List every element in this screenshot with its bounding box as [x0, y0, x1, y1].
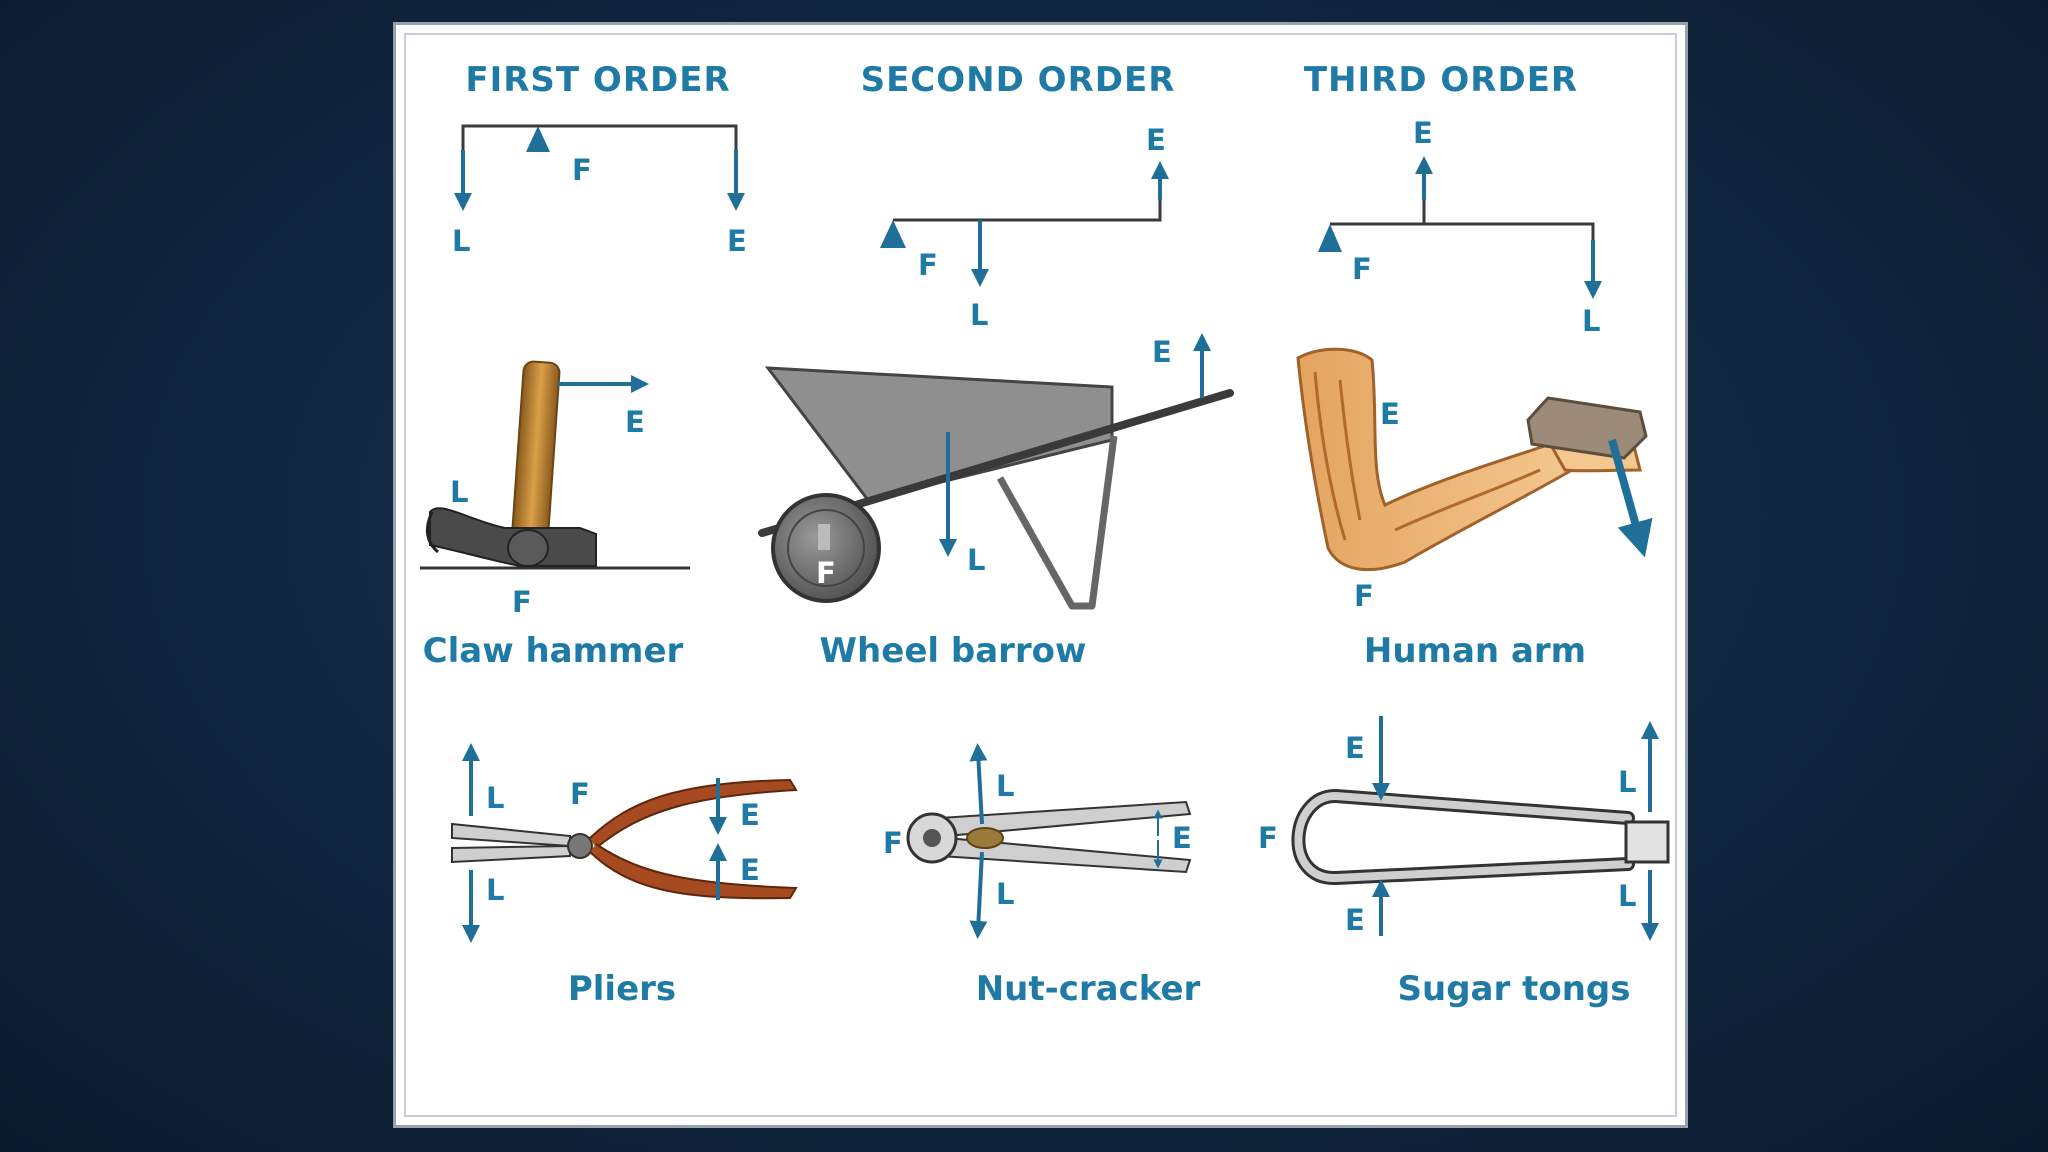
hammer-claw — [426, 511, 440, 554]
tongs-load-upper-label: L — [1618, 765, 1636, 799]
first-order-beam — [461, 124, 738, 190]
nut — [966, 827, 1004, 849]
sugar-cube — [1624, 820, 1670, 864]
tongs-load-lower-label: L — [1618, 879, 1636, 913]
human-arm-effort-label: E — [1380, 397, 1400, 431]
load-arrow-icon — [1608, 438, 1653, 558]
barrow-wheel-rim — [787, 509, 865, 587]
caption-sugar-tongs: Sugar tongs — [1398, 969, 1631, 1009]
second-order-effort-label: E — [1146, 123, 1166, 157]
nutcracker-load-lower-label: L — [996, 877, 1014, 911]
load-arrow-down-icon — [969, 851, 988, 939]
human-arm-illustration: E F Human arm — [1296, 347, 1653, 671]
diagram-panel — [393, 22, 1688, 1128]
second-order-load-label: L — [970, 298, 988, 332]
caption-claw-hammer: Claw hammer — [423, 631, 684, 671]
caption-nut-cracker: Nut-cracker — [976, 969, 1201, 1009]
first-order-schematic: F L E — [452, 124, 747, 258]
hammer-handle — [511, 360, 561, 542]
header-third-order: THIRD ORDER — [1304, 60, 1578, 100]
second-order-fulcrum-label: F — [918, 248, 938, 282]
wheelbarrow-effort-label: E — [1152, 335, 1172, 369]
nut-cracker-illustration: L L F E Nut-cracker — [883, 743, 1201, 1009]
third-order-effort-label: E — [1413, 116, 1433, 150]
pliers-lower-jaw — [451, 844, 571, 864]
nutcracker-effort-label: E — [1172, 821, 1192, 855]
panel-border — [404, 33, 1677, 1117]
caption-human-arm: Human arm — [1364, 631, 1586, 671]
third-order-fulcrum-label: F — [1352, 252, 1372, 286]
arm-muscle-line — [1394, 468, 1541, 532]
claw-hammer-load-label: L — [450, 475, 468, 509]
fulcrum-triangle-icon — [880, 220, 906, 248]
tongs-fulcrum-label: F — [1258, 821, 1278, 855]
pliers-pivot — [567, 833, 593, 859]
third-order-load-label: L — [1582, 304, 1600, 338]
pliers-effort-lower-label: E — [740, 853, 760, 887]
caption-wheel-barrow: Wheel barrow — [820, 631, 1087, 671]
tongs-effort-upper-label: E — [1345, 731, 1365, 765]
claw-hammer-illustration: E L F Claw hammer — [420, 360, 690, 671]
claw-hammer-effort-label: E — [625, 405, 645, 439]
caption-pliers: Pliers — [568, 969, 676, 1009]
pliers-upper-handle — [589, 778, 798, 849]
nutcracker-fulcrum-label: F — [883, 826, 903, 860]
human-arm-fulcrum-label: F — [1354, 579, 1374, 613]
load-arrow-up-icon — [969, 743, 988, 825]
hammer-fulcrum-point — [507, 529, 549, 567]
barrow-axle — [818, 524, 830, 550]
tongs-inner — [1294, 791, 1632, 883]
wheelbarrow-load-label: L — [967, 543, 985, 577]
header-second-order: SECOND ORDER — [861, 60, 1176, 100]
second-order-beam — [893, 180, 1162, 222]
nutcracker-hinge-pin — [923, 829, 941, 847]
pliers-load-upper-label: L — [486, 781, 504, 815]
pliers-effort-upper-label: E — [740, 798, 760, 832]
third-order-schematic: E F L — [1318, 116, 1602, 338]
arm-muscle-line — [1338, 379, 1362, 521]
pliers-load-lower-label: L — [486, 873, 504, 907]
pliers-upper-jaw — [451, 822, 571, 848]
tongs-effort-lower-label: E — [1345, 903, 1365, 937]
wheelbarrow-illustration: E L F Wheel barrow — [758, 333, 1234, 671]
first-order-load-label: L — [452, 224, 470, 258]
arm-muscle-line — [1313, 371, 1347, 541]
sugar-tongs-illustration: E E F L L Sugar tongs — [1258, 716, 1670, 1009]
wheelbarrow-fulcrum-label: F — [816, 556, 836, 590]
second-order-schematic: E F L — [880, 123, 1169, 332]
pliers-illustration: L L F E E Pliers — [451, 743, 798, 1009]
pliers-lower-handle — [589, 843, 798, 900]
pliers-fulcrum-label: F — [570, 777, 590, 811]
fulcrum-triangle-icon — [1318, 224, 1342, 252]
barrow-leg — [996, 435, 1118, 610]
claw-hammer-fulcrum-label: F — [512, 585, 532, 619]
fulcrum-triangle-icon — [526, 126, 550, 152]
header-first-order: FIRST ORDER — [465, 60, 730, 100]
nutcracker-load-upper-label: L — [996, 769, 1014, 803]
first-order-fulcrum-label: F — [572, 153, 592, 187]
first-order-effort-label: E — [727, 224, 747, 258]
